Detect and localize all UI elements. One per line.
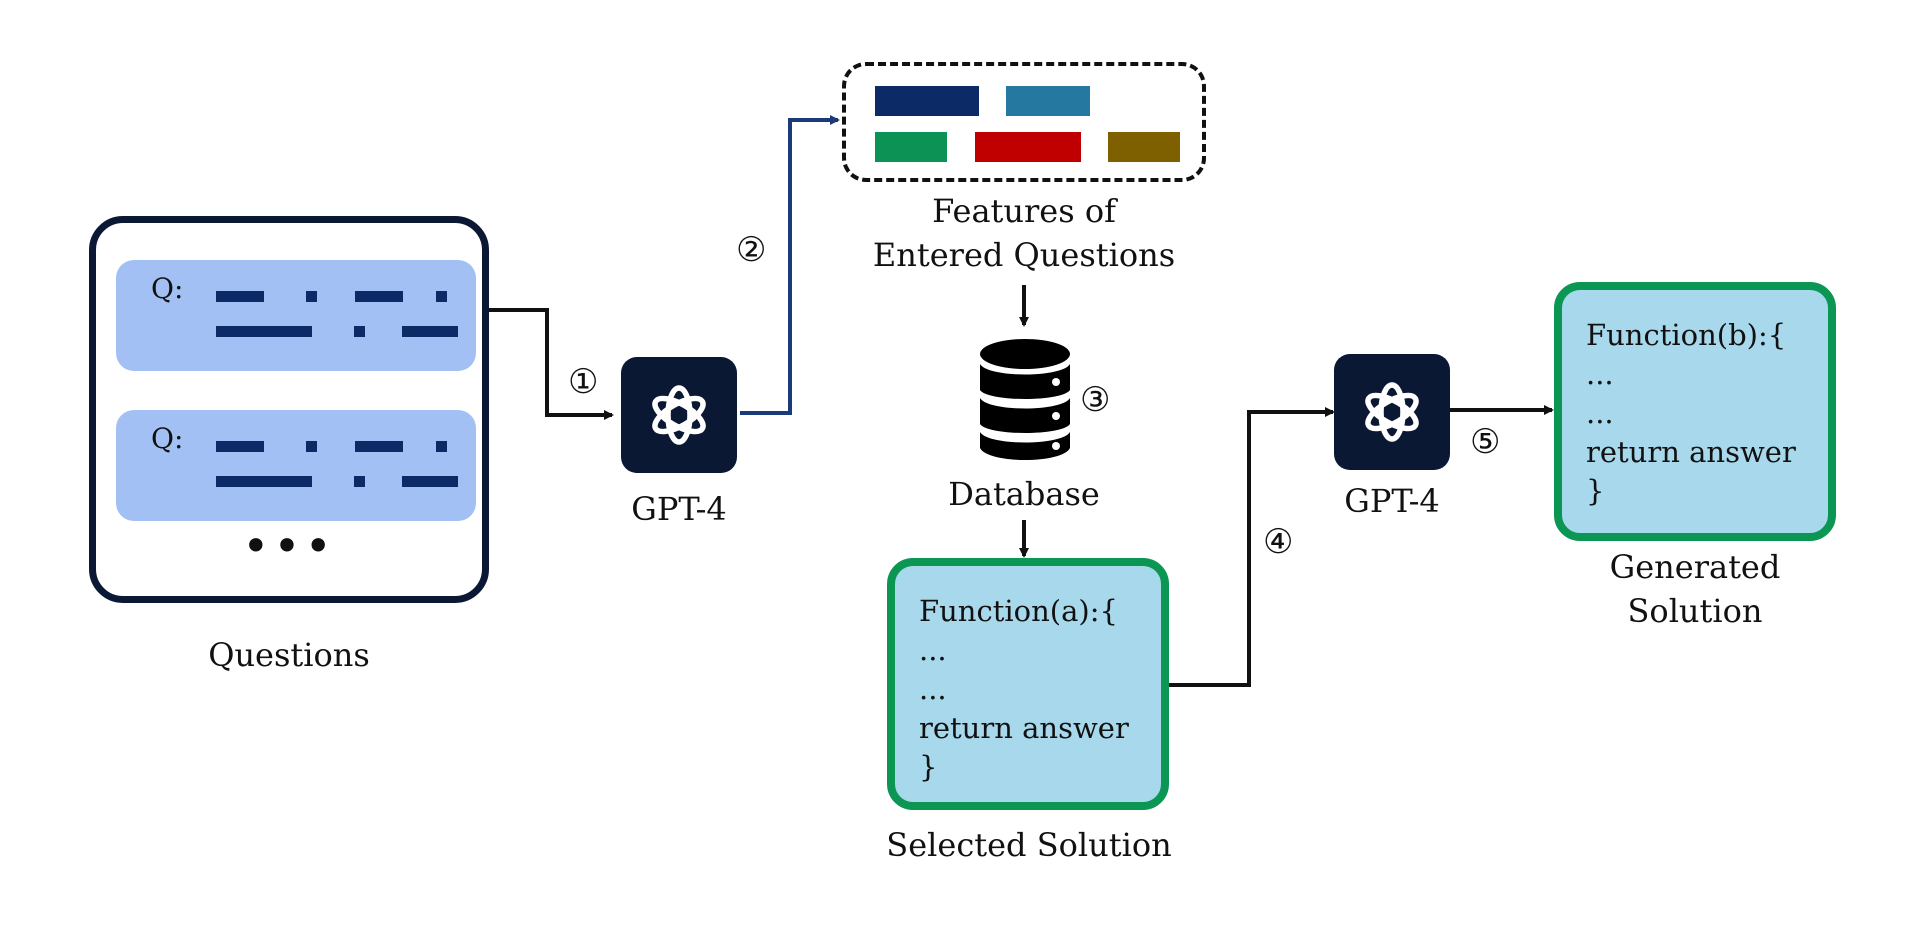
code-line: } (919, 750, 938, 784)
text-placeholder-bar (354, 476, 365, 487)
text-placeholder-bar (436, 441, 447, 452)
code-line: ... (919, 672, 947, 706)
question-card: Q: (116, 410, 476, 521)
feature-swatch (875, 132, 947, 162)
generated-caption-line1: Generated (1609, 548, 1781, 586)
feature-swatch (975, 132, 1081, 162)
selected-solution-box: Function(a):{ ... ... return answer } (887, 558, 1169, 810)
arrow-solution-to-gpt (1165, 407, 1335, 687)
feature-swatch (875, 86, 979, 116)
gpt-label-right: GPT-4 (1344, 482, 1440, 520)
question-card: Q: (116, 260, 476, 371)
feature-swatch (1108, 132, 1180, 162)
arrow-gpt-to-features (740, 115, 840, 415)
questions-panel: Q: Q: ••• (89, 216, 489, 603)
more-questions-ellipsis: ••• (242, 519, 336, 573)
gpt-icon (1334, 354, 1450, 470)
text-placeholder-bar (216, 326, 312, 337)
openai-logo-icon (652, 385, 706, 445)
question-prefix: Q: (151, 422, 184, 455)
text-placeholder-bar (355, 291, 403, 302)
question-prefix: Q: (151, 272, 184, 305)
step-5-marker: ⑤ (1470, 422, 1501, 462)
text-placeholder-bar (402, 476, 458, 487)
text-placeholder-bar (402, 326, 458, 337)
code-line: } (1586, 474, 1605, 508)
generated-caption-line2: Solution (1627, 592, 1763, 630)
text-placeholder-bar (355, 441, 403, 452)
text-placeholder-bar (354, 326, 365, 337)
code-line: return answer (919, 711, 1129, 745)
text-placeholder-bar (306, 441, 317, 452)
code-line: Function(b):{ (1586, 318, 1787, 352)
generated-solution-box: Function(b):{ ... ... return answer } (1554, 282, 1836, 541)
step-2-marker: ② (736, 230, 767, 270)
text-placeholder-bar (216, 476, 312, 487)
code-line: Function(a):{ (919, 594, 1118, 628)
text-placeholder-bar (436, 291, 447, 302)
text-placeholder-bar (306, 291, 317, 302)
arrow-questions-to-gpt (486, 308, 614, 420)
database-caption: Database (948, 475, 1100, 513)
step-1-marker: ① (568, 362, 599, 402)
openai-logo-icon (1365, 382, 1419, 442)
gpt-label-left: GPT-4 (631, 490, 727, 528)
code-line: ... (1586, 396, 1614, 430)
step-4-marker: ④ (1263, 522, 1294, 562)
features-caption-line1: Features of (932, 192, 1116, 230)
code-line: ... (1586, 357, 1614, 391)
selected-solution-caption: Selected Solution (886, 826, 1172, 864)
text-placeholder-bar (216, 441, 264, 452)
generated-solution-caption: Generated Solution (1550, 545, 1840, 633)
features-caption-line2: Entered Questions (872, 236, 1176, 274)
text-placeholder-bar (216, 291, 264, 302)
features-box (842, 62, 1206, 182)
gpt-icon (621, 357, 737, 473)
features-caption: Features of Entered Questions (824, 189, 1224, 277)
step-3-marker: ③ (1080, 380, 1111, 420)
questions-caption: Questions (208, 636, 370, 674)
code-line: return answer (1586, 435, 1796, 469)
feature-swatch (1006, 86, 1090, 116)
database-icon (980, 339, 1070, 460)
code-line: ... (919, 633, 947, 667)
